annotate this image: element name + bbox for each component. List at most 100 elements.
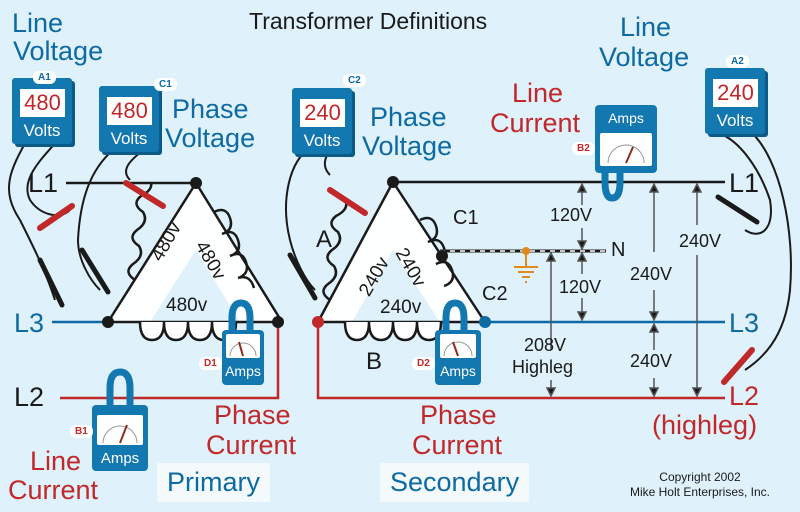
voltage-n-l3: 120V bbox=[559, 277, 602, 297]
secondary-delta-backing bbox=[318, 182, 485, 322]
label-current: Current bbox=[8, 475, 99, 505]
phase-current-label: Current bbox=[206, 432, 296, 459]
winding-a-label: A bbox=[316, 226, 333, 253]
secondary-winding-a bbox=[316, 181, 395, 323]
clamp-jaw-d1 bbox=[228, 299, 254, 330]
phase-current-label: Current bbox=[412, 432, 502, 459]
probe-black bbox=[79, 247, 111, 295]
voltmeter-reading: 240 bbox=[713, 79, 758, 107]
ammeter-unit: Amps bbox=[608, 110, 644, 126]
voltage-l1-n: 120V bbox=[550, 205, 593, 225]
probe-red bbox=[123, 180, 166, 209]
line-current-label: Line bbox=[30, 448, 81, 475]
phase-voltage-label: Voltage bbox=[362, 133, 452, 160]
primary-l2-label: L2 bbox=[14, 382, 45, 412]
ammeter-dial bbox=[226, 334, 260, 358]
label-voltage: Voltage bbox=[165, 123, 256, 153]
probe-red bbox=[37, 203, 75, 231]
probe-black bbox=[37, 257, 65, 308]
phase-voltage-label: Phase bbox=[172, 96, 249, 123]
diagram-title: Transformer Definitions bbox=[249, 8, 488, 34]
secondary-l3-label: L3 bbox=[729, 308, 760, 338]
dial-needle bbox=[452, 341, 459, 357]
voltmeter-a1: 480 Volts bbox=[12, 78, 72, 144]
voltmeter-reading: 240 bbox=[300, 99, 345, 127]
primary-label: Primary bbox=[157, 463, 270, 502]
primary-winding-voltage: 480v bbox=[166, 295, 208, 316]
voltmeter-a2: 240 Volts bbox=[705, 68, 765, 134]
winding-b-label: B bbox=[366, 348, 383, 375]
voltmeter-unit: Volts bbox=[110, 129, 148, 148]
line-current-label: Current bbox=[8, 477, 98, 504]
primary-coil-right bbox=[213, 208, 256, 289]
ground-icon bbox=[514, 251, 538, 283]
line-voltage-label: Line bbox=[12, 10, 63, 37]
ammeter-dial bbox=[97, 415, 143, 445]
voltmeter-c2: 240 Volts bbox=[292, 88, 352, 154]
primary-node-right bbox=[272, 316, 284, 328]
primary-l3-label: L3 bbox=[14, 308, 45, 338]
secondary-coil-c bbox=[419, 216, 455, 288]
label-line: Line bbox=[30, 446, 82, 476]
ammeter-unit: Amps bbox=[100, 450, 140, 467]
meter-tag-d2: D2 bbox=[412, 357, 435, 370]
ammeter-d2: Amps bbox=[435, 330, 481, 385]
line-current-label: Line bbox=[512, 80, 563, 107]
ammeter-unit: Amps bbox=[225, 363, 261, 379]
voltmeter-unit: Volts bbox=[23, 121, 61, 140]
secondary-l2-wire bbox=[316, 322, 725, 400]
neutral-label: N bbox=[611, 239, 626, 261]
probe-black bbox=[715, 194, 760, 225]
label-current: Current bbox=[206, 430, 297, 460]
line-current-label: Current bbox=[490, 110, 580, 137]
secondary-winding-voltage: 240v bbox=[380, 297, 422, 318]
highleg-text: Highleg bbox=[512, 357, 574, 377]
label-phase: Phase bbox=[420, 400, 497, 430]
label-phase: Phase bbox=[214, 400, 291, 430]
primary-node-left bbox=[102, 316, 114, 328]
meter-tag-c2: C2 bbox=[343, 74, 366, 87]
dial-needle bbox=[119, 424, 128, 444]
label-line: Line bbox=[620, 12, 672, 42]
phase-voltage-label: Voltage bbox=[165, 125, 255, 152]
meter-tag-a2: A2 bbox=[726, 55, 749, 68]
primary-delta-inner bbox=[150, 250, 240, 322]
voltmeter-unit: Volts bbox=[716, 111, 754, 130]
clamp-jaw-b1 bbox=[106, 368, 134, 410]
secondary-l1-label: L1 bbox=[729, 168, 760, 198]
meter-tag-a1: A1 bbox=[33, 71, 56, 84]
secondary-label: Secondary bbox=[380, 463, 530, 502]
ammeter-unit: Amps bbox=[440, 363, 476, 379]
line-voltage-label: Voltage bbox=[599, 44, 689, 71]
meter-tag-c1: C1 bbox=[154, 78, 177, 91]
label-voltage: Voltage bbox=[599, 42, 690, 72]
probes bbox=[37, 180, 760, 385]
ammeter-d1: Amps bbox=[222, 330, 264, 385]
ammeter-dial bbox=[440, 334, 476, 358]
copyright-owner: Mike Holt Enterprises, Inc. bbox=[629, 485, 771, 499]
meter-tag-b1: B1 bbox=[70, 425, 93, 438]
ammeter-dial bbox=[600, 133, 652, 166]
label-voltage: Voltage bbox=[13, 36, 104, 66]
primary-coil-left bbox=[127, 181, 153, 282]
voltage-l1-l2: 240V bbox=[679, 231, 722, 251]
secondary-node-top bbox=[387, 176, 399, 188]
voltmeter-unit: Volts bbox=[303, 131, 341, 150]
secondary-node-highleg bbox=[312, 316, 324, 328]
secondary-delta-inner bbox=[352, 250, 440, 322]
ammeter-b1: Amps bbox=[92, 405, 148, 471]
primary-l1-label: L1 bbox=[28, 168, 59, 198]
winding-c1-label: C1 bbox=[453, 207, 479, 229]
probe-red bbox=[721, 347, 755, 385]
label-line: Line bbox=[12, 8, 64, 38]
primary-winding-left bbox=[106, 182, 198, 323]
label-phase: Phase bbox=[172, 94, 249, 124]
label-current: Current bbox=[490, 108, 581, 138]
voltage-l3-l2: 240V bbox=[630, 351, 673, 371]
copyright-line: Copyright 2002 bbox=[659, 470, 741, 484]
phase-voltage-label: Phase bbox=[370, 104, 447, 131]
voltage-l1-l3: 240V bbox=[630, 264, 673, 284]
clamp-jaw-d2 bbox=[442, 299, 468, 330]
voltmeter-reading: 480 bbox=[107, 97, 152, 125]
